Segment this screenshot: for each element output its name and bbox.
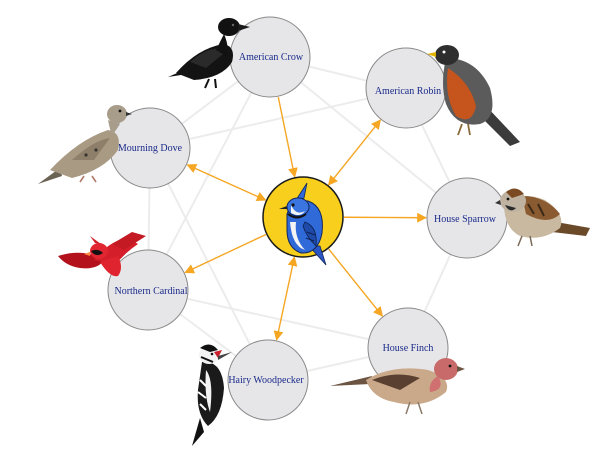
edge-hairy-woodpecker <box>273 256 298 341</box>
edge-northern-cardinal <box>184 233 267 274</box>
edge-american-robin <box>327 119 382 186</box>
node-label: American Crow <box>239 52 304 63</box>
dove-icon <box>38 105 132 184</box>
node-american-robin[interactable]: American Robin <box>365 47 447 129</box>
crow-icon <box>168 18 250 89</box>
cardinal-icon <box>58 232 146 277</box>
node-label: House Sparrow <box>434 214 497 225</box>
node-house-finch[interactable]: House Finch <box>367 307 449 389</box>
robin-icon <box>427 45 520 146</box>
edge-house-sparrow <box>343 212 427 223</box>
node-label: Mourning Dove <box>118 143 183 154</box>
edge-layer <box>184 97 427 341</box>
node-label: House Finch <box>383 343 434 354</box>
node-northern-cardinal[interactable]: Northern Cardinal <box>107 249 189 331</box>
node-house-sparrow[interactable]: House Sparrow <box>426 177 508 259</box>
center-node[interactable] <box>262 176 344 266</box>
edge-mourning-dove <box>186 164 267 201</box>
node-label: Hairy Woodpecker <box>228 375 304 386</box>
edge-house-finch <box>328 248 383 317</box>
sparrow-icon <box>495 188 590 247</box>
blue-jay-icon <box>279 182 327 266</box>
node-hairy-woodpecker[interactable]: Hairy Woodpecker <box>227 339 309 421</box>
edge-american-crow <box>277 97 298 178</box>
finch-icon <box>330 358 465 415</box>
node-label: American Robin <box>375 86 441 97</box>
woodpecker-icon <box>192 344 232 446</box>
node-label: Northern Cardinal <box>114 286 187 297</box>
